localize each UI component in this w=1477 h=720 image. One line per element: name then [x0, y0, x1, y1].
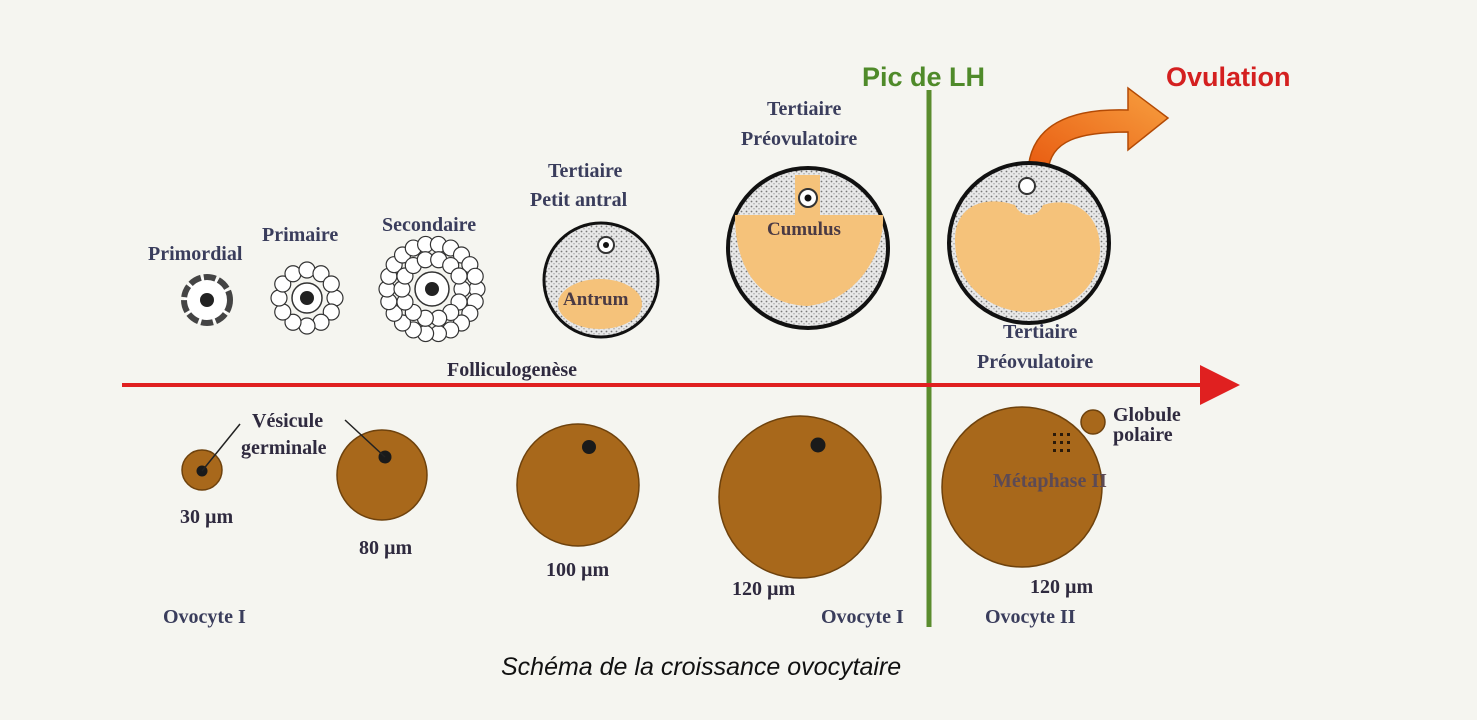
preovulatory-follicle [726, 166, 890, 330]
primaire-label: Primaire [262, 224, 338, 246]
size-120b-label: 120 µm [1030, 576, 1094, 598]
petit-antral-label-line1: Tertiaire [548, 160, 623, 182]
ovulation-label: Ovulation [1166, 62, 1291, 92]
oocyte-120um [718, 415, 882, 579]
globule-label-line1: Globule [1113, 404, 1181, 426]
primordial-label: Primordial [148, 243, 243, 265]
ovulation-arrow [1027, 86, 1170, 173]
metaphase-label: Métaphase II [993, 470, 1107, 492]
cumulus-label: Cumulus [767, 219, 841, 240]
small-antral-follicle [542, 221, 660, 339]
figure-caption: Schéma de la croissance ovocytaire [501, 653, 901, 681]
lh-peak-label: Pic de LH [862, 62, 985, 92]
ovulating-follicle [947, 161, 1111, 325]
vesicule-label-line1: Vésicule [252, 410, 323, 432]
preovulatoire-label-line2: Préovulatoire [741, 128, 857, 150]
petit-antral-label-line2: Petit antral [530, 189, 628, 211]
ovocyte2-label: Ovocyte II [985, 606, 1076, 628]
antrum-label: Antrum [563, 289, 629, 310]
polar-body [1080, 409, 1106, 435]
ovocyte1-left-label: Ovocyte I [163, 606, 246, 628]
preovulatoire-label-line1: Tertiaire [767, 98, 842, 120]
primary-follicle [270, 261, 344, 335]
vesicule-pointer-2 [344, 419, 386, 458]
primordial-follicle [181, 274, 233, 326]
size-30-label: 30 µm [180, 506, 234, 528]
ovocyte1-right-label: Ovocyte I [821, 606, 904, 628]
secondaire-label: Secondaire [382, 214, 476, 236]
oocyte-80um [336, 429, 428, 521]
size-80-label: 80 µm [359, 537, 413, 559]
size-100-label: 100 µm [546, 559, 610, 581]
oocyte-100um [516, 423, 640, 547]
post-lh-label-line1: Tertiaire [1003, 321, 1078, 343]
vesicule-pointer-1 [201, 423, 241, 472]
oocyte-metaphase-II [941, 406, 1103, 568]
secondary-follicle [378, 235, 486, 343]
post-lh-label-line2: Préovulatoire [977, 351, 1093, 373]
folliculogenesis-label: Folliculogenèse [447, 359, 577, 381]
vesicule-label-line2: germinale [241, 437, 327, 459]
globule-label-line2: polaire [1113, 424, 1173, 446]
size-120a-label: 120 µm [732, 578, 796, 600]
